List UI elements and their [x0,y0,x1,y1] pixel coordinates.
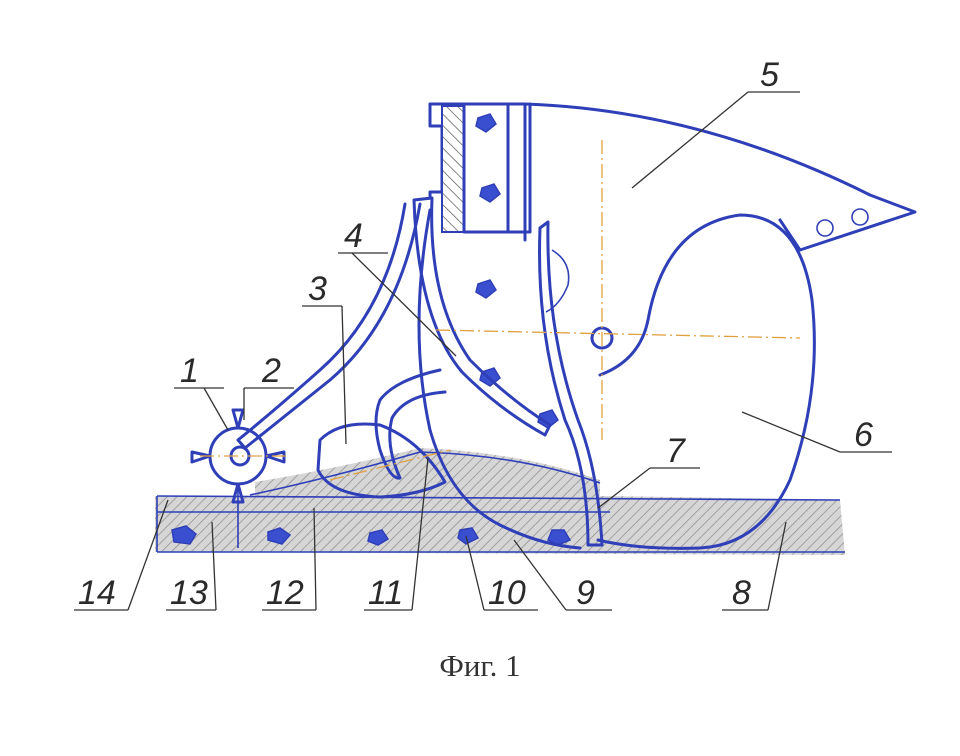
label-12: 12 [266,574,304,612]
label-9: 9 [576,574,595,612]
figure-caption: Фиг. 1 [439,648,521,683]
center-lines [200,140,801,481]
frame-body [428,102,917,252]
label-6: 6 [854,416,873,454]
reference-numerals: 1 2 3 4 5 6 7 8 9 10 11 12 13 14 [78,56,873,612]
soil-layers [155,448,845,555]
leader-lines [74,91,892,611]
label-5: 5 [760,56,779,94]
label-3: 3 [308,270,327,308]
label-4: 4 [344,217,363,255]
label-7: 7 [666,432,686,470]
label-13: 13 [170,574,208,612]
label-2: 2 [261,352,281,390]
tine [538,220,604,547]
label-14: 14 [78,574,116,612]
label-10: 10 [488,574,526,612]
label-8: 8 [732,574,751,612]
label-11: 11 [368,574,403,612]
label-1: 1 [180,352,199,390]
